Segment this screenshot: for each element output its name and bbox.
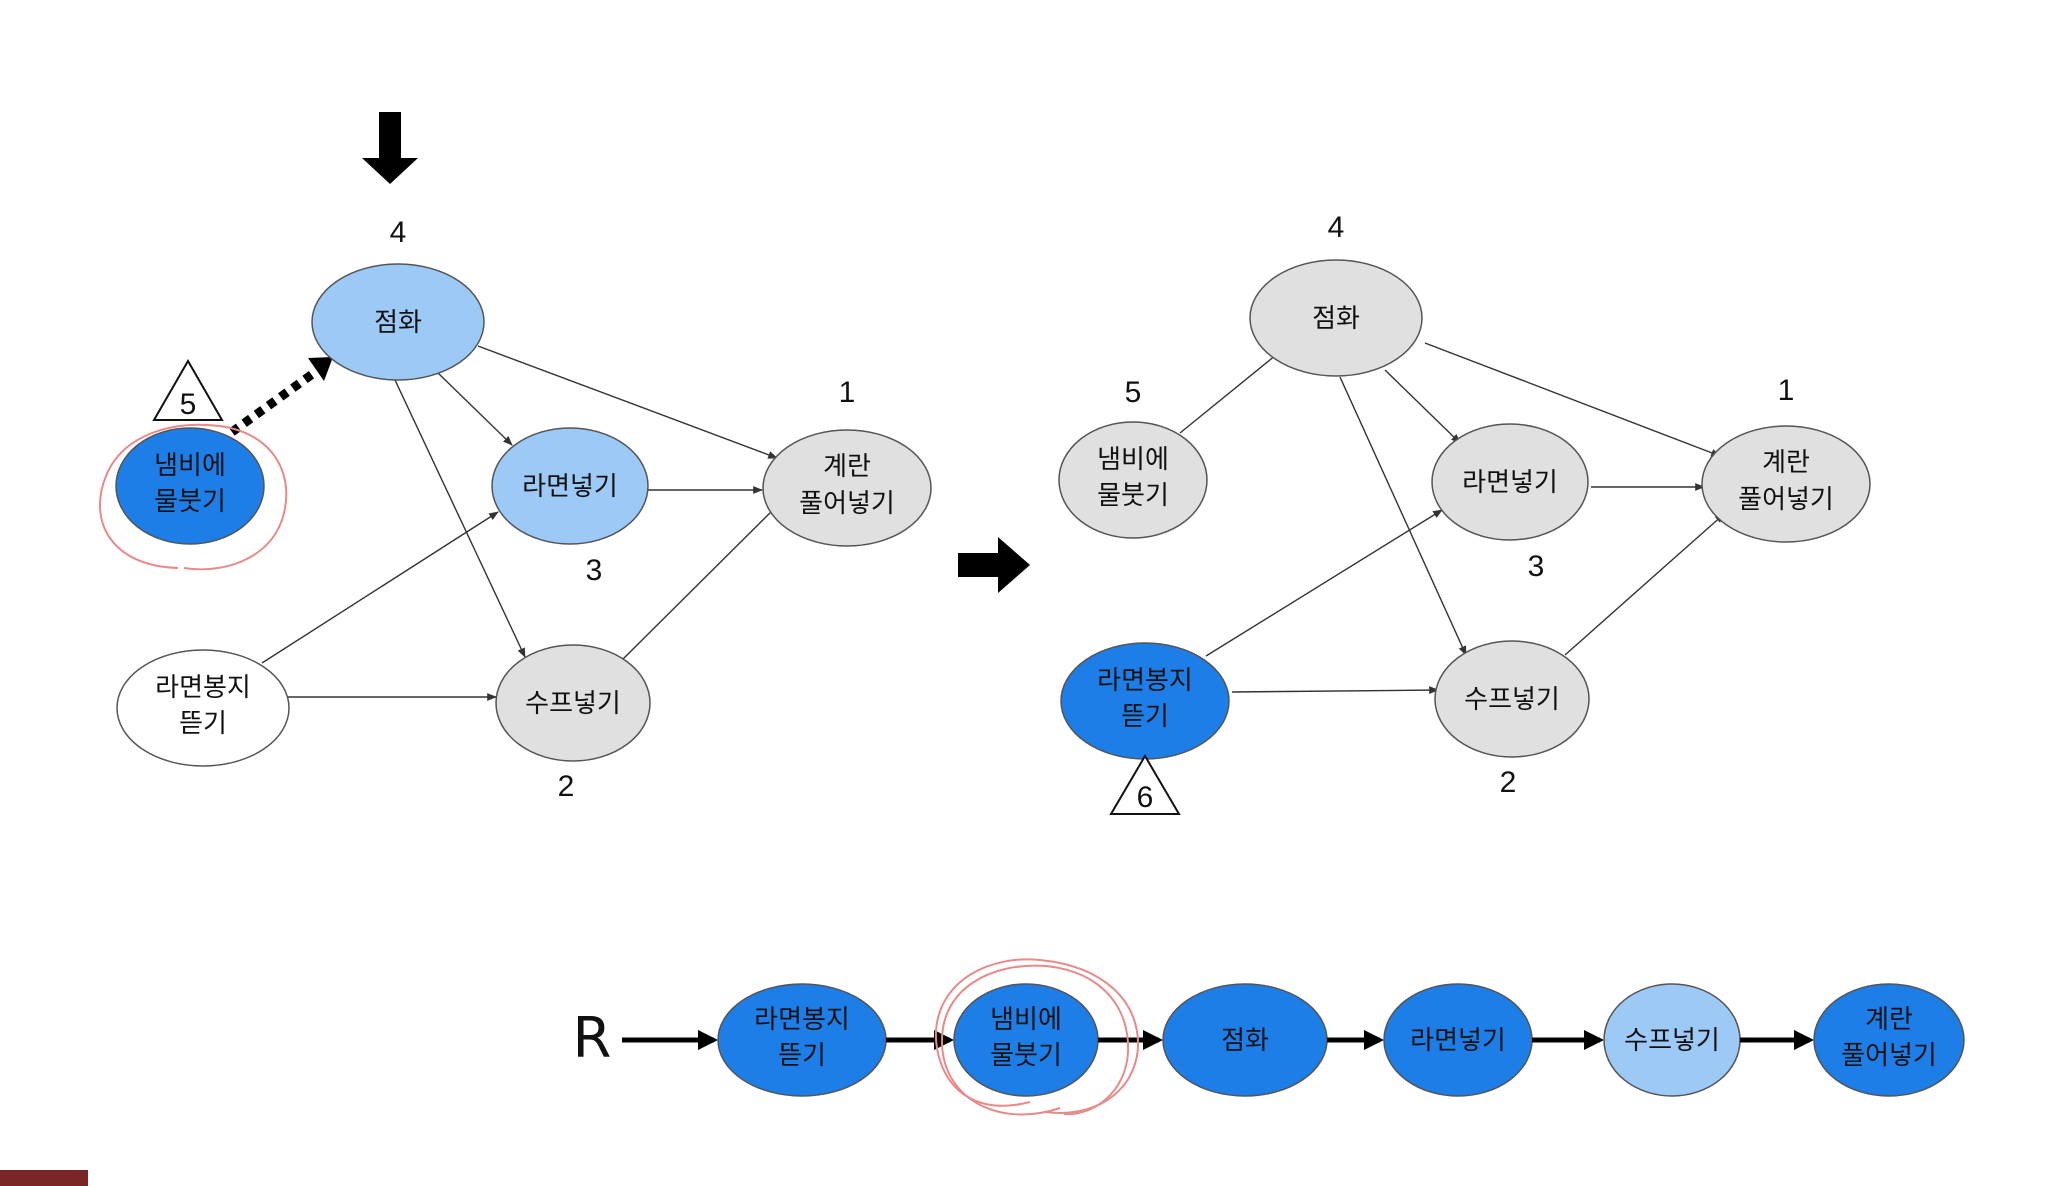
order-marker-label: 6	[1137, 781, 1154, 814]
node-ramen: 라면넣기	[491, 427, 649, 545]
rank-egg: 1	[839, 376, 856, 409]
sequence-node-label: 물붓기	[990, 1041, 1062, 1071]
annotation-circle	[940, 964, 1130, 1116]
edge-fire-egg	[477, 345, 778, 459]
sequence-node-shape	[1813, 983, 1965, 1097]
rank-ramen: 3	[1528, 550, 1545, 583]
node-label: 계란	[1762, 448, 1810, 478]
sequence-node: 라면넣기	[1383, 983, 1533, 1097]
node-label: 물붓기	[154, 487, 226, 517]
sequence-node-label: 수프넣기	[1624, 1026, 1720, 1056]
node-label: 라면넣기	[1462, 468, 1558, 498]
sequence-node-label: 냄비에	[990, 1005, 1062, 1035]
edge-fire-soup	[1339, 376, 1467, 656]
sequence-node-shape	[717, 983, 887, 1097]
node-label: 점화	[1312, 304, 1360, 334]
node-open: 라면봉지 뜯기	[116, 649, 290, 767]
rank-fire: 4	[390, 216, 407, 249]
sequence-node-label: 뜯기	[778, 1041, 826, 1071]
edge-open-ramen	[261, 511, 499, 664]
edge-fire-ramen	[436, 371, 513, 446]
sequence-node: 점화	[1162, 983, 1328, 1097]
node-label: 수프넣기	[1464, 685, 1560, 715]
node-pot: 냄비에 물붓기	[115, 427, 265, 545]
node-label: 풀어넣기	[1738, 485, 1834, 515]
node-soup: 수프넣기	[1434, 640, 1590, 758]
edge-fire-ramen	[1384, 369, 1461, 444]
order-marker: 5	[152, 358, 224, 421]
down-arrow-icon	[362, 112, 418, 184]
annotation-circle	[934, 958, 1140, 1114]
sequence-node-label: 라면넣기	[1410, 1026, 1506, 1056]
node-label: 냄비에	[154, 451, 226, 481]
rank-egg: 1	[1778, 374, 1795, 407]
node-fire: 점화	[311, 263, 485, 381]
edge-soup-egg	[1564, 513, 1725, 656]
left-graph: 점화 계란 풀어넣기 라면넣기 수프넣기 냄비에 물붓기 라면봉지 뜯기	[99, 112, 932, 803]
edge-open-ramen	[1205, 509, 1443, 657]
edge-fire-soup	[394, 379, 526, 658]
node-pot: 냄비에 물붓기	[1058, 421, 1208, 539]
result-label: R	[573, 1006, 612, 1071]
node-label: 뜯기	[179, 709, 227, 739]
order-marker: 6	[1109, 754, 1181, 815]
rank-ramen: 3	[586, 554, 603, 587]
rank-pot: 5	[1125, 376, 1142, 409]
node-label: 뜯기	[1121, 702, 1169, 732]
edge-open-soup	[1231, 686, 1439, 695]
sequence-node-label: 계란	[1865, 1005, 1913, 1035]
edge-fire-egg	[1424, 342, 1721, 457]
node-label: 라면봉지	[1097, 666, 1193, 696]
order-marker-label: 5	[180, 388, 197, 421]
node-open: 라면봉지 뜯기	[1060, 642, 1230, 760]
sequence-node-label: 풀어넣기	[1841, 1041, 1937, 1071]
annotation-circle	[99, 423, 288, 571]
dotted-arrow	[229, 366, 321, 436]
node-label: 점화	[374, 308, 422, 338]
corner-block	[0, 1170, 88, 1186]
edge-soup-egg	[621, 504, 779, 661]
node-label: 물붓기	[1097, 481, 1169, 511]
right-graph: 점화 계란 풀어넣기 라면넣기 수프넣기 냄비에 물붓기 라면봉지 뜯기 6	[1058, 211, 1871, 815]
node-egg: 계란 풀어넣기	[1701, 425, 1871, 543]
node-label: 풀어넣기	[799, 489, 895, 519]
rank-soup: 2	[558, 770, 575, 803]
dotted-arrowhead-icon	[308, 357, 333, 381]
node-label: 수프넣기	[525, 689, 621, 719]
edge-fire-pot	[1179, 354, 1277, 434]
right-arrow-icon	[958, 537, 1030, 593]
sequence-node-label: 점화	[1221, 1026, 1269, 1056]
node-fire: 점화	[1249, 259, 1423, 377]
sequence-node: 수프넣기	[1603, 983, 1741, 1097]
node-ramen: 라면넣기	[1431, 423, 1589, 541]
node-soup: 수프넣기	[495, 644, 651, 762]
sequence-node-shape	[953, 983, 1099, 1097]
node-label: 라면봉지	[155, 673, 251, 703]
rank-soup: 2	[1500, 766, 1517, 799]
node-label: 라면넣기	[522, 472, 618, 502]
node-egg: 계란 풀어넣기	[762, 429, 932, 547]
node-label: 계란	[823, 452, 871, 482]
rank-fire: 4	[1328, 211, 1345, 244]
sequence-node-label: 라면봉지	[754, 1005, 850, 1035]
node-label: 냄비에	[1097, 445, 1169, 475]
